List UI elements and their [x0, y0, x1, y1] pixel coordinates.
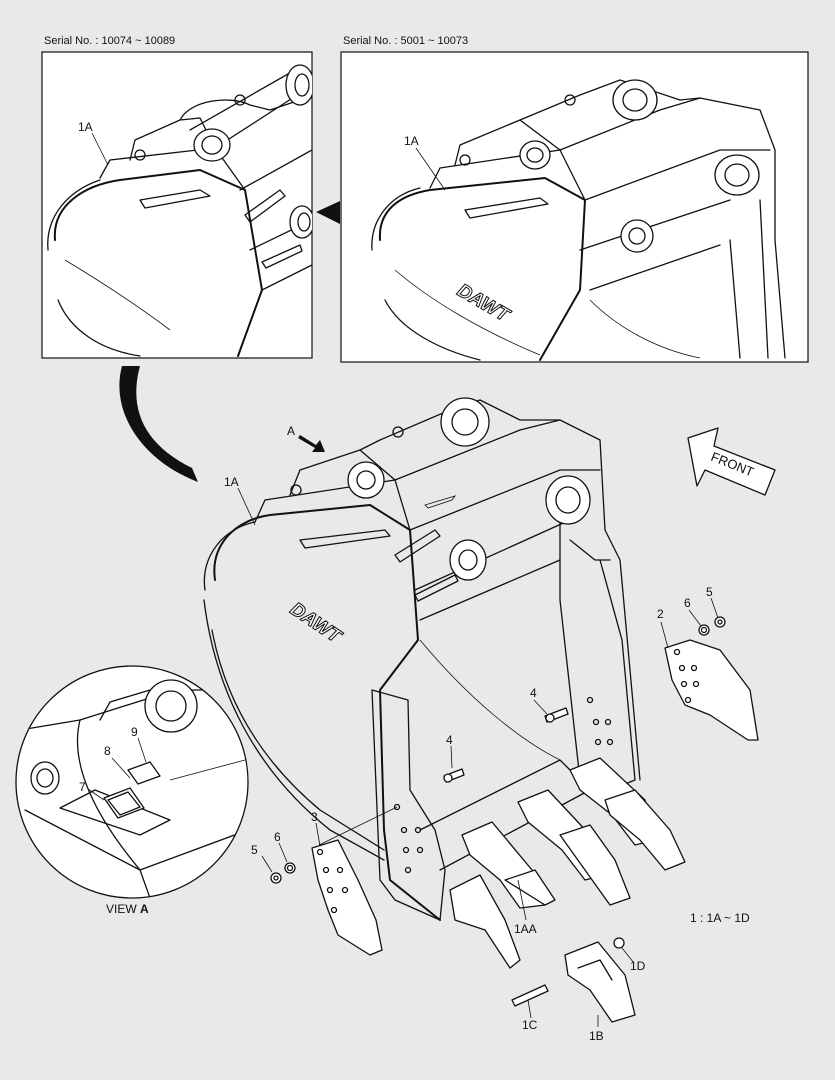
- detail-box-left: [41, 51, 313, 359]
- callout-3: 3: [311, 810, 318, 824]
- lock-1d: [613, 937, 625, 949]
- bucket-teeth: [449, 757, 686, 969]
- kit-note: 1 : 1A ~ 1D: [690, 911, 750, 925]
- callout-6-left: 6: [274, 830, 281, 844]
- view-a-caption: VIEW A: [106, 902, 149, 916]
- tooth-exploded-parts: [511, 937, 636, 1023]
- callout-1d: 1D: [630, 959, 646, 973]
- side-cutters: [311, 639, 759, 956]
- callout-1a-right: 1A: [404, 134, 419, 148]
- callout-1a-main: 1A: [224, 475, 239, 489]
- front-direction-arrow-icon: [687, 427, 776, 496]
- callout-7: 7: [79, 780, 86, 794]
- callout-5-left: 5: [251, 843, 258, 857]
- pin-1c: [511, 984, 549, 1007]
- pointer-triangle-icon: [316, 201, 340, 224]
- serial-label-right: Serial No. : 5001 ~ 10073: [343, 35, 469, 47]
- view-a-detail-circle: [15, 665, 249, 899]
- curved-pointer-arrow-icon: [119, 366, 198, 482]
- callout-9: 9: [131, 725, 138, 739]
- callout-1b: 1B: [589, 1029, 604, 1043]
- callout-8: 8: [104, 744, 111, 758]
- serial-label-left: Serial No. : 10074 ~ 10089: [44, 35, 176, 47]
- callout-1c: 1C: [522, 1018, 538, 1032]
- view-a-arrow-icon: [298, 435, 325, 452]
- callout-5-right: 5: [706, 585, 713, 599]
- callout-2: 2: [657, 607, 664, 621]
- callout-1a-left: 1A: [78, 120, 93, 134]
- fasteners: [270, 616, 726, 884]
- callout-6-right: 6: [684, 596, 691, 610]
- bucket-main-assembly: [203, 397, 641, 921]
- view-a-arrow-label: A: [287, 424, 296, 438]
- detail-box-right: [340, 51, 809, 363]
- callout-4-upper: 4: [530, 686, 537, 700]
- brand-decal-main: DAWT: [286, 599, 345, 648]
- callout-4-lower: 4: [446, 733, 453, 747]
- leader-lines: [87, 132, 719, 1027]
- callout-1aa: 1AA: [514, 922, 537, 936]
